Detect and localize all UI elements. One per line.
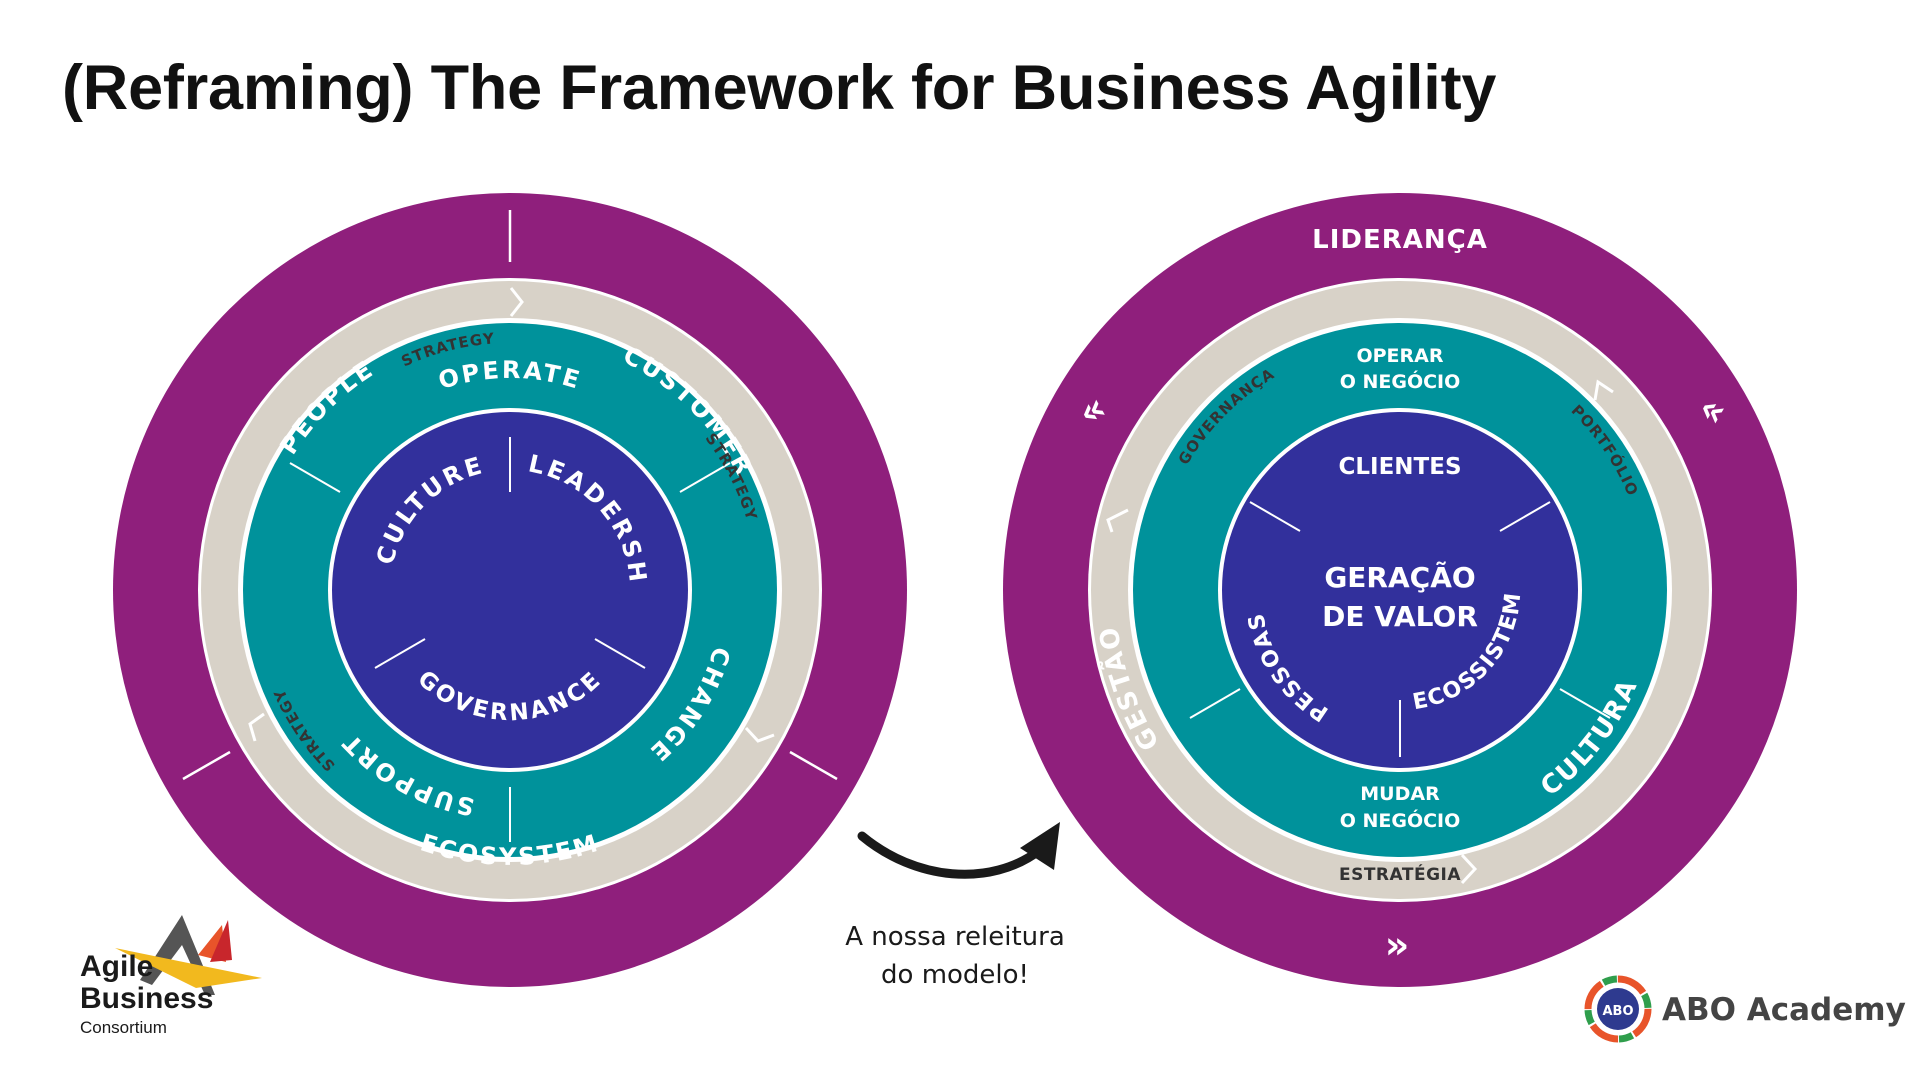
abo-badge-ring-icon [1584, 975, 1652, 1043]
left-outer-divider-right [789, 750, 838, 781]
right-strategy-chevron-bottom [1460, 853, 1478, 885]
label-geracao: GERAÇÃO [1324, 560, 1475, 594]
left-middle-divider-left [289, 462, 341, 493]
curved-arrow-icon [857, 831, 1045, 879]
abo-academy-name: ABO Academy [1662, 992, 1906, 1028]
right-middle-divider-right [1559, 688, 1611, 719]
label-estrategia: ESTRATÉGIA [1339, 863, 1461, 885]
left-middle-divider-right [679, 462, 731, 493]
right-middle-divider-left [1189, 688, 1241, 719]
abo-academy-logo: ABO ABO Academy [1584, 975, 1906, 1043]
label-operar: OPERAR [1356, 345, 1443, 367]
agile-logo-line-3: Consortium [80, 1018, 167, 1037]
left-framework-diagram: PEOPLE CUSTOMER ECOSYSTEM STRATEGY STRAT… [0, 0, 907, 987]
right-core-divider-right [1499, 501, 1551, 532]
reframe-arrow [857, 822, 1060, 879]
label-mudar: MUDAR [1360, 783, 1440, 805]
label-clientes: CLIENTES [1338, 454, 1461, 480]
annotation-line-2: do modelo! [881, 960, 1029, 990]
agile-logo-line-1: Agile [80, 950, 153, 983]
left-strategy-chevron-right [744, 726, 775, 743]
label-de-valor: DE VALOR [1322, 600, 1478, 633]
abo-badge-icon [1597, 988, 1639, 1030]
left-strategy-chevron-left [248, 712, 265, 742]
label-operar-negocio: O NEGÓCIO [1340, 369, 1461, 393]
agile-logo-red-icon [210, 920, 232, 962]
agile-logo-line-2: Business [80, 982, 213, 1015]
agile-business-consortium-logo: Agile Business Consortium [80, 915, 262, 1037]
right-strategy-chevron-left [1106, 508, 1129, 533]
left-core [332, 412, 688, 768]
right-strategy-chevron-right [1593, 379, 1614, 401]
abo-badge-text: ABO [1602, 1004, 1633, 1019]
page-title: (Reframing) The Framework for Business A… [62, 53, 1497, 123]
right-core-divider-left [1249, 501, 1301, 532]
annotation-line-1: A nossa releitura [845, 922, 1065, 952]
label-mudar-negocio: O NEGÓCIO [1340, 808, 1461, 832]
right-core [1222, 412, 1578, 768]
left-core-divider-right [594, 638, 646, 669]
left-strategy-chevron-top [509, 287, 524, 317]
label-lideranca: LIDERANÇA [1312, 225, 1488, 255]
chevron-bottom-icon: » [1385, 923, 1410, 967]
agile-logo-yellow-icon [115, 948, 262, 988]
left-core-divider-left [374, 638, 426, 669]
arrow-head-icon [1020, 822, 1060, 870]
left-outer-divider-left [182, 750, 231, 781]
